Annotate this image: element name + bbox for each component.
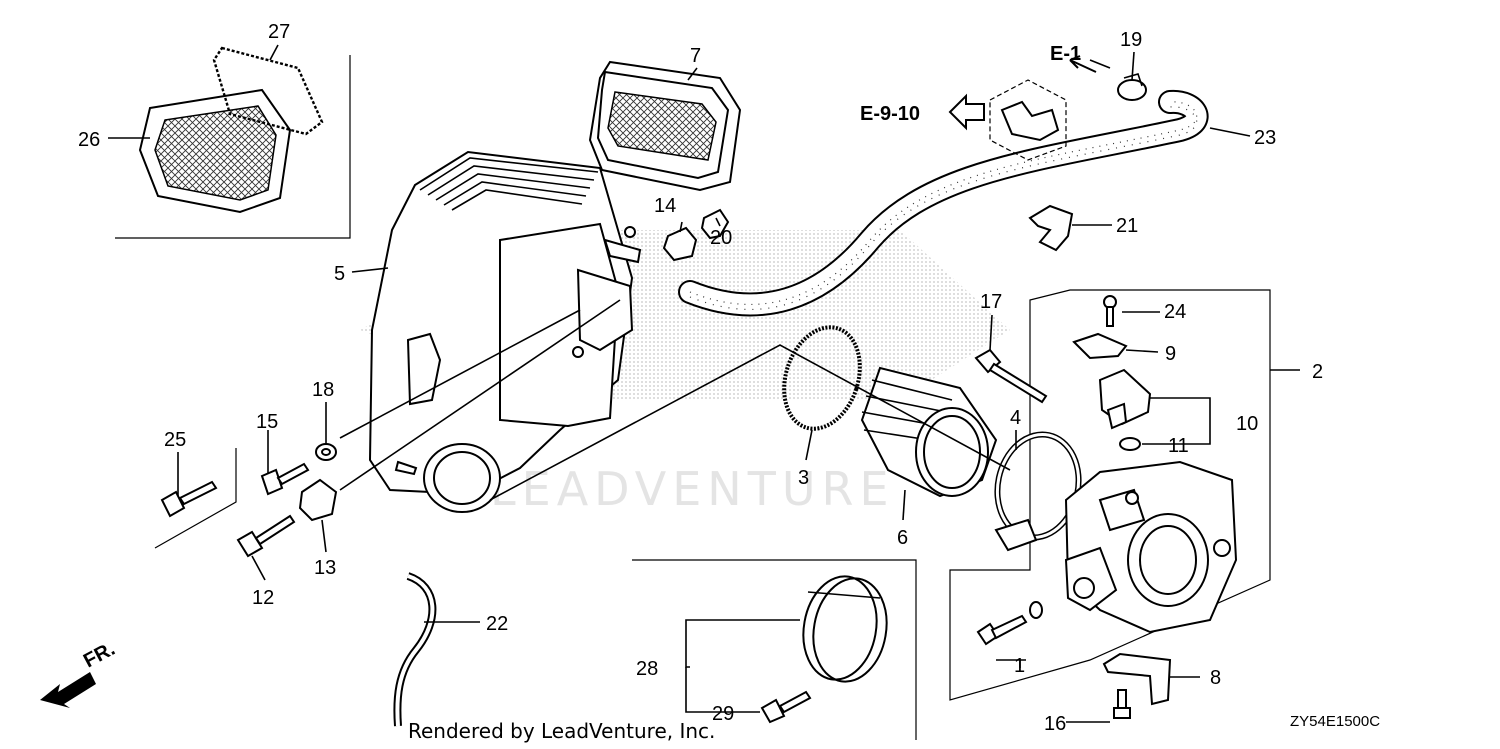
adapter-ring (802, 575, 888, 683)
callout-3[interactable]: 3 (798, 467, 809, 489)
callout-29[interactable]: 29 (712, 703, 734, 725)
screw-set (976, 601, 1043, 646)
watermark-text: LEADVENTURE (490, 462, 895, 516)
callout-15[interactable]: 15 (256, 411, 278, 433)
callout-8[interactable]: 8 (1210, 667, 1221, 689)
callout-1[interactable]: 1 (1014, 655, 1025, 677)
callout-28[interactable]: 28 (636, 658, 658, 680)
collar (700, 208, 730, 240)
callout-11[interactable]: 11 (1168, 435, 1189, 457)
callout-4[interactable]: 4 (1010, 407, 1021, 429)
callout-25[interactable]: 25 (164, 429, 186, 451)
callout-9[interactable]: 9 (1165, 343, 1176, 365)
grommet (662, 226, 698, 262)
callout-16[interactable]: 16 (1044, 713, 1066, 735)
ref-e910-label[interactable]: E-9-10 (860, 103, 920, 125)
callout-23[interactable]: 23 (1254, 127, 1276, 149)
front-direction-label: FR. (80, 638, 119, 673)
drain-tube (393, 572, 437, 727)
washer (315, 443, 337, 461)
filter-gasket (212, 46, 324, 136)
breather-tube (678, 89, 1209, 317)
callout-21[interactable]: 21 (1116, 215, 1138, 237)
callout-13[interactable]: 13 (314, 557, 336, 579)
tube-clip (1117, 73, 1147, 101)
bolt-15 (260, 462, 310, 496)
bracket (1102, 652, 1172, 706)
reference-clamp (989, 79, 1067, 161)
o-ring (782, 325, 862, 431)
callout-24[interactable]: 24 (1164, 301, 1186, 323)
callout-5[interactable]: 5 (334, 263, 345, 285)
reference-arrows (40, 55, 1097, 708)
callout-27[interactable]: 27 (268, 21, 290, 43)
bolt-16 (1113, 689, 1131, 719)
callout-18[interactable]: 18 (312, 379, 334, 401)
map-sensor (1098, 368, 1152, 430)
callout-numbers: 1 2 3 4 5 6 7 8 9 10 11 12 13 14 15 16 1… (78, 21, 1323, 735)
bolt-25 (160, 480, 218, 518)
callout-12[interactable]: 12 (252, 587, 274, 609)
callout-14[interactable]: 14 (654, 195, 676, 217)
render-credit: Rendered by LeadVenture, Inc. (408, 719, 715, 743)
setting-plate (1072, 332, 1128, 360)
callout-2[interactable]: 2 (1312, 361, 1323, 383)
callout-7[interactable]: 7 (690, 45, 701, 67)
ref-e1-label[interactable]: E-1 (1050, 43, 1081, 65)
callout-6[interactable]: 6 (897, 527, 908, 549)
air-filter-element (138, 88, 292, 214)
air-cleaner-case (368, 150, 642, 513)
bolt-17 (974, 348, 1048, 404)
small-o-ring (1119, 437, 1141, 451)
callout-19[interactable]: 19 (1120, 29, 1142, 51)
screw-24 (1103, 295, 1117, 327)
callout-26[interactable]: 26 (78, 129, 100, 151)
leader-lines (108, 44, 1300, 723)
group-frames (115, 55, 1271, 740)
air-filter (588, 60, 742, 192)
tube-clamp (1028, 204, 1074, 252)
intake-boot (860, 366, 998, 498)
callout-17[interactable]: 17 (980, 291, 1002, 313)
callout-10[interactable]: 10 (1236, 413, 1258, 435)
callout-22[interactable]: 22 (486, 613, 508, 635)
diagram-code: ZY54E1500C (1290, 713, 1380, 730)
screw-12 (236, 514, 296, 558)
throttle-body (1064, 460, 1238, 634)
grommet-13 (298, 478, 338, 522)
bolt-29 (760, 690, 812, 724)
callout-20[interactable]: 20 (710, 227, 732, 249)
